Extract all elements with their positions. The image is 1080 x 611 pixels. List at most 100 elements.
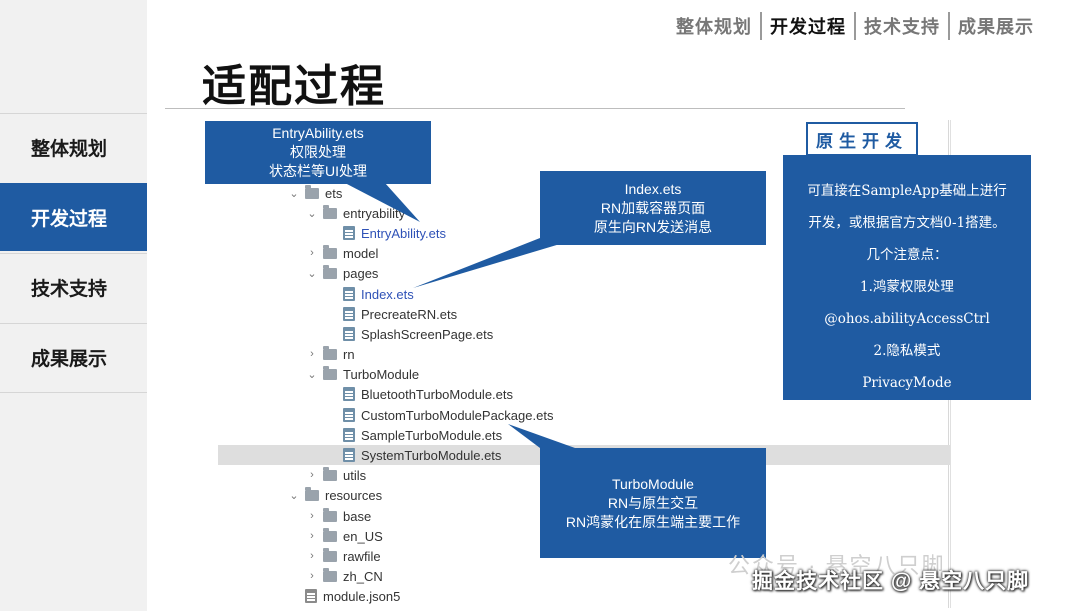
callout-line: 原生向RN发送消息 (593, 218, 713, 235)
chevron-down-icon[interactable]: ⌄ (307, 368, 317, 381)
title-divider (165, 108, 905, 109)
tree-item-label: rn (343, 346, 355, 362)
callout-line: 权限处理 (290, 144, 346, 160)
panel-line: 可直接在SampleApp基础上进行 (807, 183, 1007, 199)
tree-item-label: SystemTurboModule.ets (361, 447, 502, 463)
panel-line: 2.隐私模式 (873, 343, 941, 359)
folder-icon (323, 345, 337, 360)
callout-line: 状态栏等UI处理 (269, 163, 367, 179)
ets-file-icon (343, 226, 355, 240)
chevron-down-icon[interactable]: ⌄ (289, 187, 299, 200)
panel-line: PrivacyMode (862, 375, 952, 391)
tree-item-label: SampleTurboModule.ets (361, 427, 503, 443)
tree-row[interactable]: › rn (305, 344, 355, 364)
sidebar-divider (0, 392, 147, 393)
tree-item-label: rawfile (343, 548, 381, 564)
panel-line: @ohos.abilityAccessCtrl (824, 311, 990, 327)
callout-line: RN鸿蒙化在原生端主要工作 (565, 513, 741, 530)
chevron-down-icon[interactable]: ⌄ (289, 489, 299, 502)
tree-item-label: resources (325, 487, 383, 503)
tree-row[interactable]: CustomTurboModulePackage.ets (343, 405, 553, 425)
chevron-down-icon[interactable]: ⌄ (307, 207, 317, 220)
callout-line: RN与原生交互 (607, 494, 699, 511)
chevron-right-icon[interactable]: › (310, 570, 314, 582)
tree-row[interactable]: ⌄ets (287, 183, 342, 203)
tree-row[interactable]: SampleTurboModule.ets (343, 425, 502, 445)
tree-row[interactable]: › utils (305, 465, 366, 485)
sidebar-item-results[interactable]: 成果展示 (0, 323, 147, 391)
ets-file-icon (343, 287, 355, 301)
ets-file-icon (343, 387, 355, 401)
tree-item-label: zh_CN (343, 568, 383, 584)
callout-line: RN加载容器页面 (600, 199, 706, 216)
chevron-right-icon[interactable]: › (310, 247, 314, 259)
chevron-right-icon[interactable]: › (310, 348, 314, 360)
tree-item-label: base (343, 508, 372, 524)
tree-item-label: en_US (343, 528, 383, 544)
tree-row[interactable]: BluetoothTurboModule.ets (343, 384, 513, 404)
ets-file-icon (343, 327, 355, 341)
nav-separator (948, 12, 950, 40)
tree-row[interactable]: › zh_CN (305, 566, 383, 586)
ets-file-icon (343, 428, 355, 442)
panel-line: 1.鸿蒙权限处理 (860, 279, 954, 295)
sidebar-item-tech-support[interactable]: 技术支持 (0, 253, 147, 321)
tree-row[interactable]: › base (305, 506, 371, 526)
tree-item-label: model (343, 245, 379, 261)
tab-results[interactable]: 成果展示 (958, 17, 1034, 37)
json-file-icon (305, 589, 317, 603)
tree-item-label: Index.ets (361, 286, 414, 302)
sidebar-item-overall-plan[interactable]: 整体规划 (0, 113, 147, 181)
folder-icon (323, 527, 337, 542)
folder-icon (323, 244, 337, 259)
chevron-right-icon[interactable]: › (310, 550, 314, 562)
tree-item-label: SplashScreenPage.ets (361, 326, 494, 342)
tree-row[interactable]: module.json5 (305, 586, 400, 606)
chevron-right-icon[interactable]: › (310, 530, 314, 542)
index-callout: Index.ets RN加载容器页面 原生向RN发送消息 (540, 171, 766, 245)
top-nav: 整体规划 开发过程 技术支持 成果展示 (668, 10, 1042, 42)
wechat-watermark: 公众号 · 悬空八只脚 (728, 553, 946, 578)
turbo-module-callout: TurboModule RN与原生交互 RN鸿蒙化在原生端主要工作 (540, 448, 766, 558)
folder-icon (323, 547, 337, 562)
chevron-right-icon[interactable]: › (310, 510, 314, 522)
folder-icon (323, 365, 337, 380)
tree-row[interactable]: ⌄ pages (305, 263, 378, 283)
panel-line: 几个注意点： (866, 247, 948, 263)
tab-dev-process[interactable]: 开发过程 (770, 17, 846, 37)
folder-icon (323, 567, 337, 582)
nav-separator (854, 12, 856, 40)
callout-line: Index.ets (624, 180, 682, 197)
entry-ability-callout: EntryAbility.ets 权限处理 状态栏等UI处理 (205, 121, 431, 184)
folder-icon (323, 264, 337, 279)
tab-overall-plan[interactable]: 整体规划 (676, 17, 752, 37)
sidebar-item-label: 开发过程 (31, 209, 108, 230)
panel-line: 开发，或根据官方文档0-1搭建。 (808, 215, 1006, 231)
tree-item-label: pages (343, 265, 379, 281)
tree-row-selected[interactable]: SystemTurboModule.ets (343, 445, 501, 465)
tree-item-label: entryability (343, 205, 406, 221)
tab-tech-support[interactable]: 技术支持 (864, 17, 940, 37)
folder-icon (305, 184, 319, 199)
sidebar-item-dev-process[interactable]: 开发过程 (0, 183, 147, 251)
tree-row[interactable]: PrecreateRN.ets (343, 304, 457, 324)
chevron-down-icon[interactable]: ⌄ (307, 267, 317, 280)
tree-row[interactable]: ⌄ entryability (305, 203, 405, 223)
tree-row[interactable]: › model (305, 243, 378, 263)
tree-row[interactable]: › rawfile (305, 546, 381, 566)
sidebar-item-label: 成果展示 (31, 349, 108, 370)
tree-row[interactable]: ⌄ resources (287, 485, 382, 505)
tree-row[interactable]: Index.ets (343, 284, 414, 304)
tree-row[interactable]: EntryAbility.ets (343, 223, 446, 243)
chevron-right-icon[interactable]: › (310, 469, 314, 481)
tree-row[interactable]: ⌄TurboModule (305, 364, 419, 384)
folder-icon (323, 466, 337, 481)
tree-row[interactable]: › en_US (305, 526, 383, 546)
native-dev-panel: 可直接在SampleApp基础上进行 开发，或根据官方文档0-1搭建。 几个注意… (783, 155, 1031, 400)
folder-icon (323, 507, 337, 522)
callout-line: TurboModule (612, 475, 694, 492)
tree-item-label: utils (343, 467, 367, 483)
page-title: 适配过程 (202, 62, 386, 111)
tree-row[interactable]: SplashScreenPage.ets (343, 324, 493, 344)
sidebar-item-label: 技术支持 (31, 279, 108, 300)
